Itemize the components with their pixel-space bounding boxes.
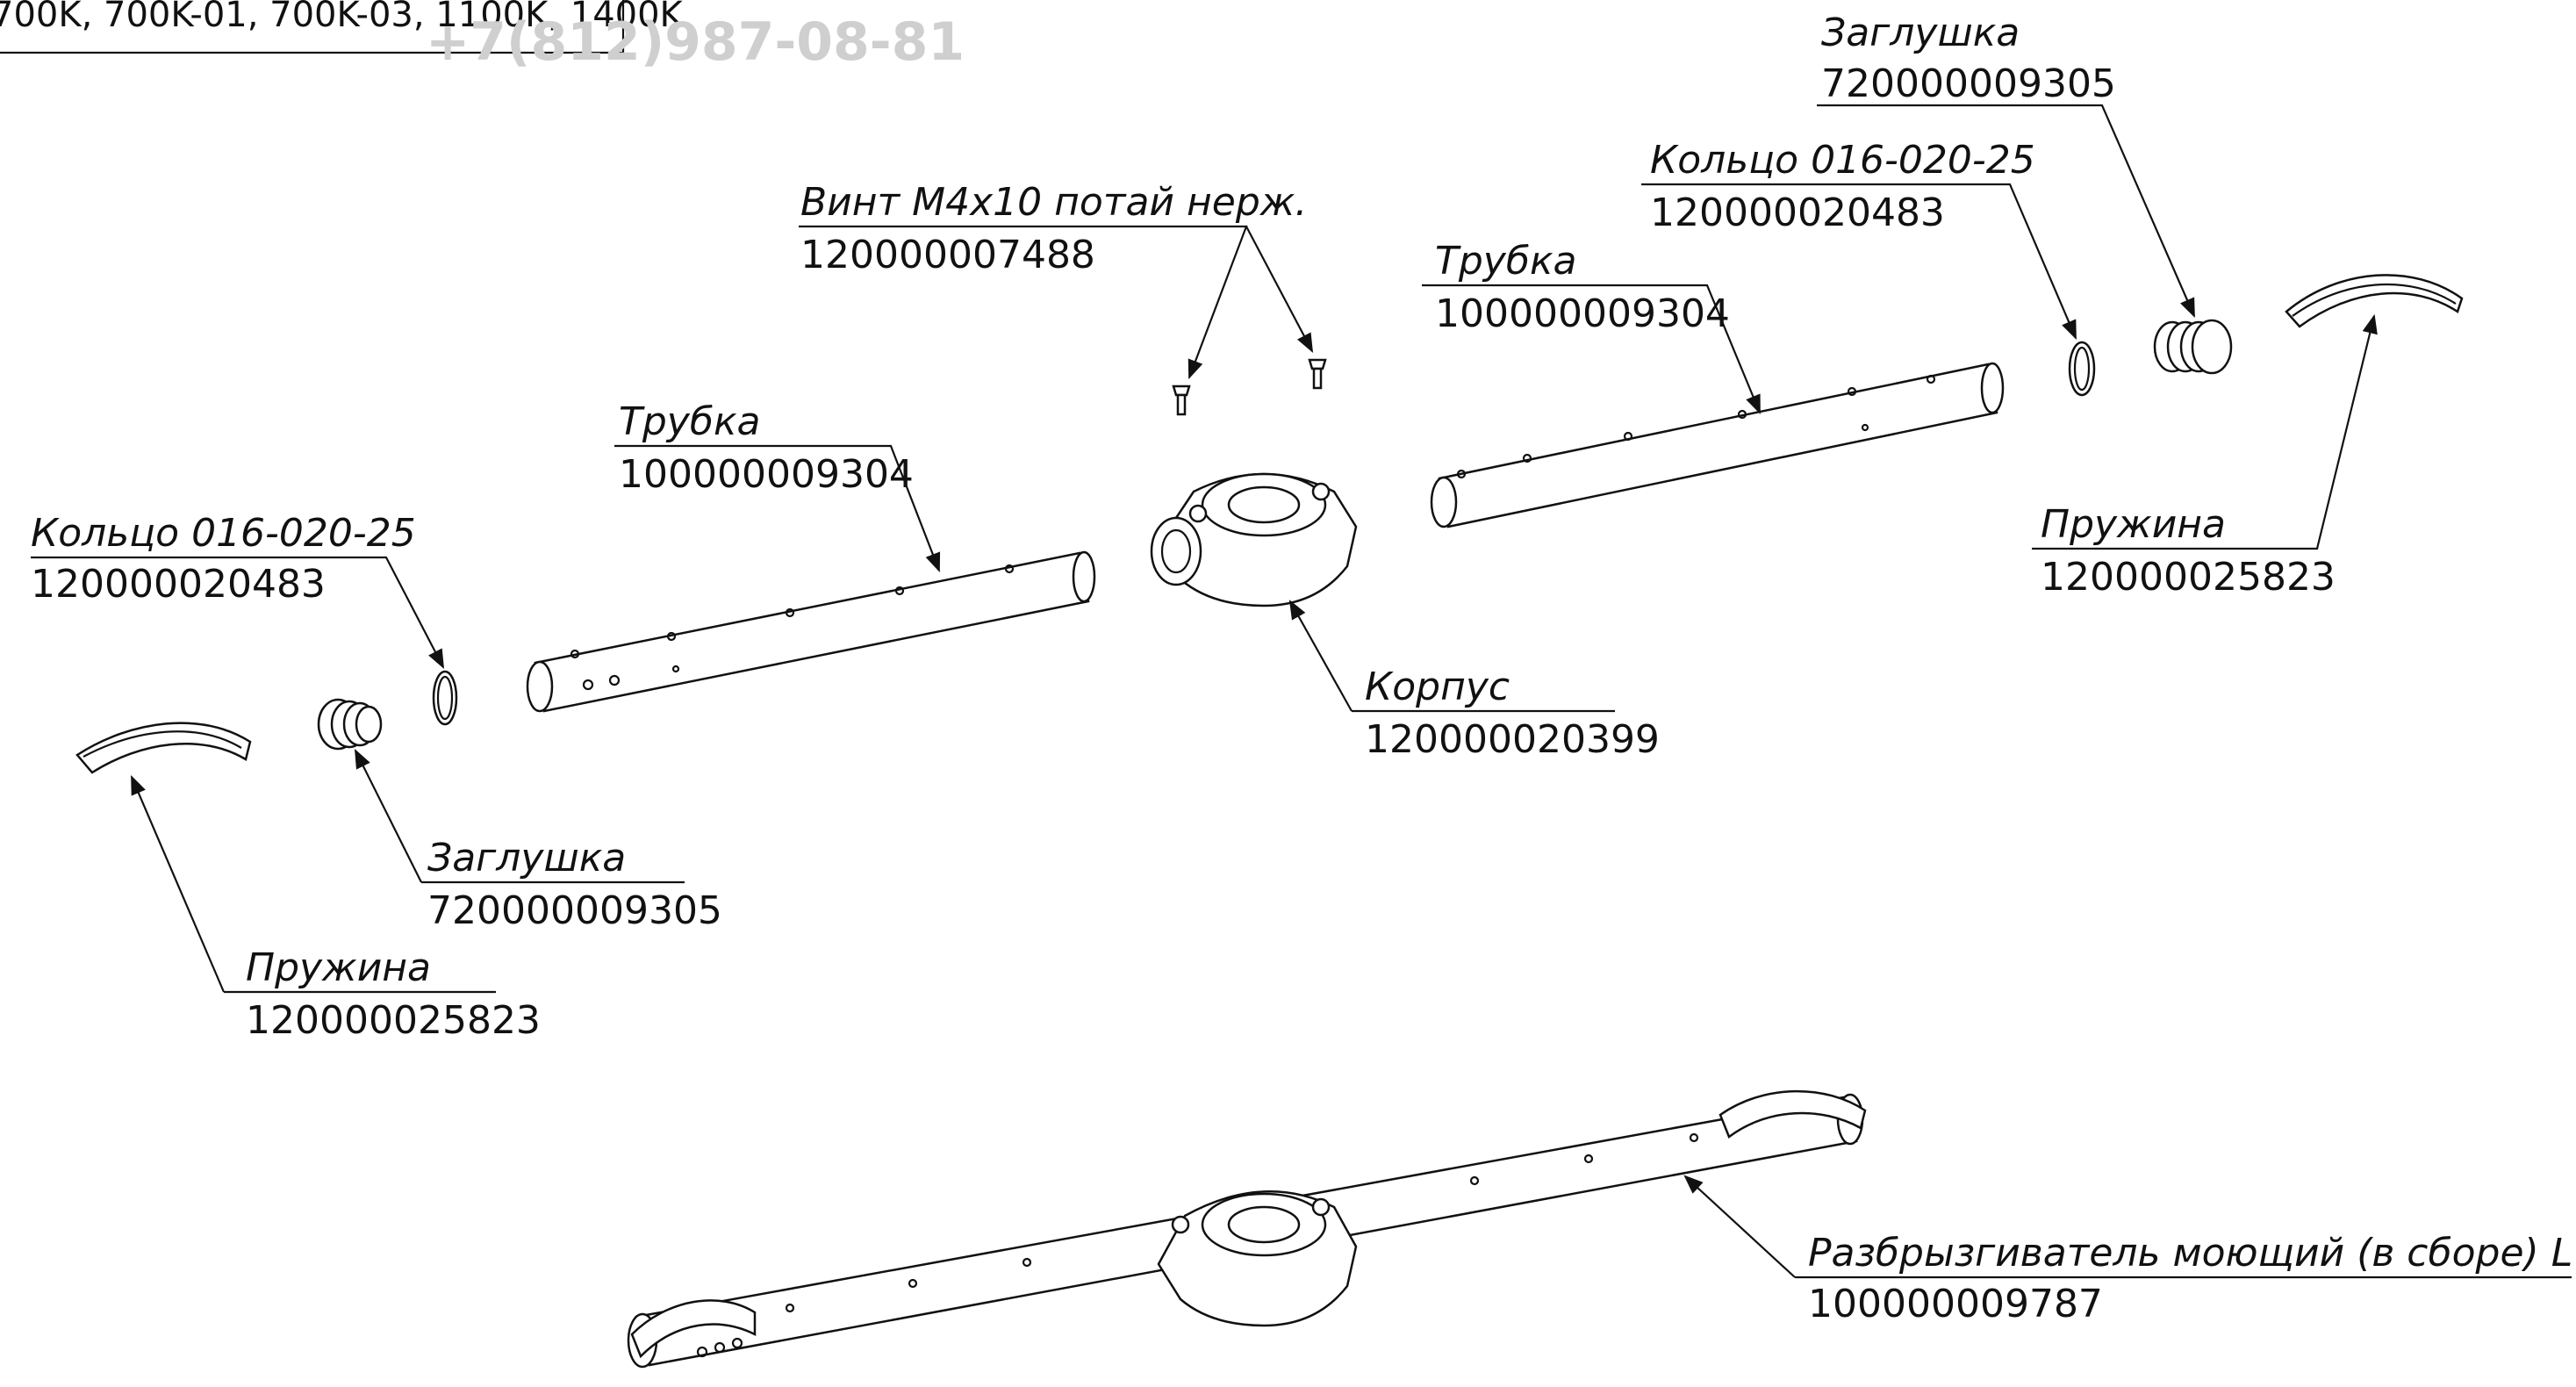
spring-right-code: 120000025823	[2041, 555, 2336, 600]
body-name: Корпус	[1365, 665, 1510, 709]
plug-right-code: 720000009305	[1821, 61, 2116, 106]
plug-left-name: Заглушка	[427, 836, 626, 880]
models-text: 700K, 700K-01, 700K-03, 1100K, 1400K	[0, 0, 685, 35]
models-header: 700K, 700K-01, 700K-03, 1100K, 1400K	[0, 0, 685, 54]
tube-right-part	[1430, 362, 2005, 528]
tube-left-part	[526, 550, 1096, 713]
assembly-code: 100000009787	[1808, 1282, 2103, 1326]
ring-left-name: Кольцо 016-020-25	[31, 511, 416, 556]
plug-left-code: 720000009305	[427, 888, 722, 933]
ring-right-name: Кольцо 016-020-25	[1650, 138, 2035, 183]
screw-name: Винт М4х10 потай нерж.	[800, 180, 1307, 225]
tube-left-name: Трубка	[619, 399, 761, 444]
plug-right-part	[2153, 319, 2233, 375]
phone-watermark: +7(812)987-08-81	[426, 11, 965, 73]
assembly-part	[627, 1089, 1867, 1369]
spring-left-part	[75, 722, 252, 774]
ring-right-code: 120000020483	[1650, 190, 1945, 235]
spring-left-name: Пружина	[246, 945, 431, 990]
ring-left-code: 120000020483	[31, 562, 326, 607]
assembly-name: Разбрызгиватель моющий (в сборе) L=570мм	[1808, 1231, 2576, 1276]
ring-right-part	[2068, 341, 2096, 397]
screw-code: 120000007488	[800, 233, 1095, 277]
spring-right-name: Пружина	[2041, 502, 2226, 547]
plug-left-part	[317, 698, 383, 751]
screw-left-part	[1172, 384, 1191, 416]
tube-right-name: Трубка	[1435, 239, 1577, 284]
tube-left-code: 100000009304	[619, 452, 914, 497]
screw-right-part	[1308, 358, 1327, 390]
spring-left-code: 120000025823	[246, 998, 541, 1043]
body-code: 120000020399	[1365, 717, 1660, 762]
spring-right-part	[2285, 274, 2464, 328]
body-part	[1150, 472, 1358, 607]
tube-right-code: 100000009304	[1435, 291, 1730, 336]
plug-right-name: Заглушка	[1821, 11, 2020, 55]
